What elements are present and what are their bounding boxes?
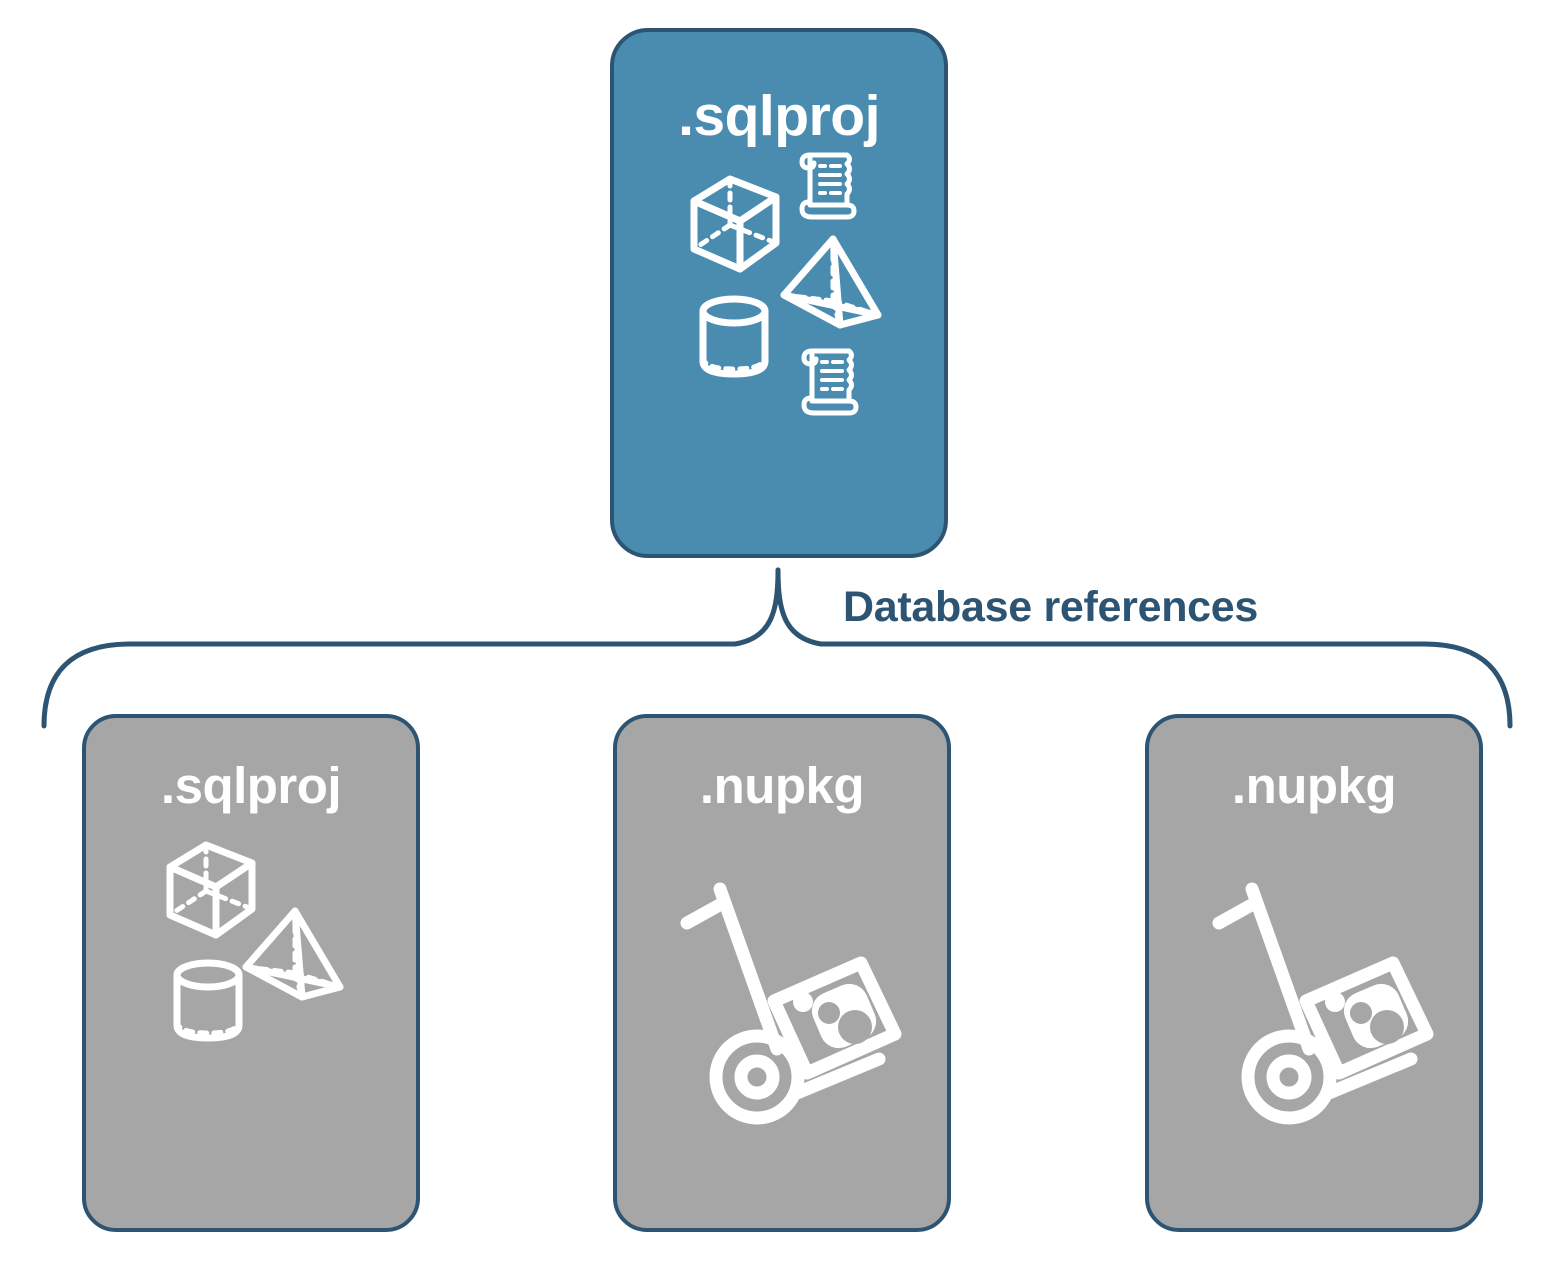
- child-icon-group: [617, 811, 947, 1228]
- cylinder-icon: [170, 957, 246, 1045]
- child-icon-group: [86, 811, 416, 1228]
- node-title: .nupkg: [1231, 757, 1397, 814]
- connector-label: Database references: [843, 583, 1258, 631]
- node-child-sqlproj[interactable]: .sqlproj: [82, 714, 420, 1232]
- child-icon-group: [1149, 811, 1479, 1228]
- nuget-package-dolly-icon: [657, 881, 921, 1131]
- node-root-sqlproj[interactable]: .sqlproj: [610, 28, 948, 558]
- node-child-nupkg-2[interactable]: .nupkg: [1145, 714, 1483, 1232]
- root-icon-group: [614, 145, 944, 554]
- cylinder-icon: [696, 293, 772, 381]
- scroll-icon: [792, 341, 864, 419]
- node-child-nupkg-1[interactable]: .nupkg: [613, 714, 951, 1232]
- scroll-icon: [790, 145, 862, 223]
- cube-icon: [686, 173, 784, 275]
- pyramid-icon: [776, 233, 886, 331]
- cube-icon: [162, 839, 260, 941]
- node-title: .sqlproj: [678, 84, 880, 148]
- pyramid-icon: [238, 905, 348, 1003]
- nuget-package-dolly-icon: [1189, 881, 1453, 1131]
- node-title: .sqlproj: [160, 757, 342, 814]
- node-title: .nupkg: [699, 757, 865, 814]
